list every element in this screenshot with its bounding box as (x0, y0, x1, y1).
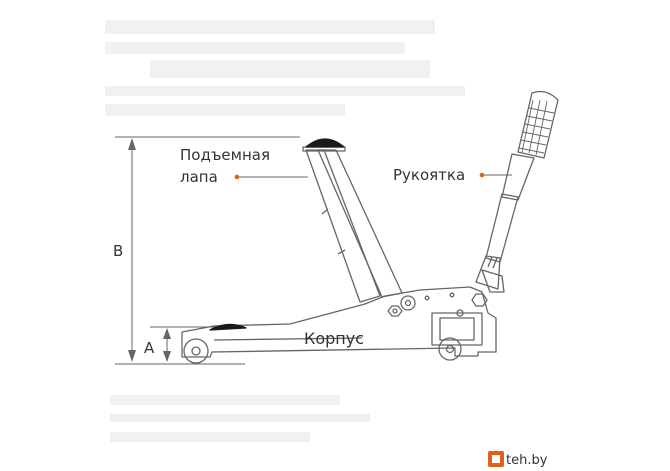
body-label: Корпус (304, 329, 364, 348)
dimension-a-label: A (144, 339, 155, 357)
rear-wheel (438, 337, 462, 361)
rivet-1 (424, 295, 430, 301)
arm-brace-b (337, 249, 346, 255)
front-wheel (183, 338, 209, 364)
dimension-lines (115, 136, 300, 365)
handle-upper-tube (501, 153, 535, 201)
saddle-pad (305, 138, 345, 148)
caster-bolt (456, 309, 464, 317)
watermark-badge: teh.by (459, 447, 670, 471)
front-pad (209, 323, 247, 331)
leader-lines (234, 172, 512, 180)
arm-brace-a (321, 208, 329, 215)
lift-arm-label-line2: лапа (180, 168, 218, 186)
grip-hatching (518, 99, 555, 156)
a-arrow-bottom (163, 351, 171, 362)
rivet-2 (449, 292, 455, 298)
chassis-inner-line (213, 337, 363, 341)
hex-nut (387, 305, 403, 317)
lift-arm-rear (317, 149, 403, 298)
lift-arm-label-line1: Подъемная (180, 146, 270, 164)
handle-grip (517, 90, 559, 159)
caster-bracket (431, 312, 483, 346)
b-arrow-bottom (128, 350, 136, 362)
handle-leader-dot (479, 172, 485, 178)
caster-bracket-inner (439, 317, 475, 341)
handle-lower-tube (485, 193, 519, 263)
handle-pivot-nut (471, 293, 488, 307)
pivot-bolt (400, 295, 416, 311)
handle-socket (475, 255, 501, 290)
dimension-b-label: B (113, 242, 123, 260)
pivot-bolt-center (404, 299, 412, 307)
socket-line-2 (492, 257, 498, 269)
socket-line-1 (487, 256, 493, 268)
handle-socket-plate (481, 269, 505, 293)
lift-arm-leader-dot (234, 174, 240, 180)
jack-body (181, 90, 559, 364)
chassis (181, 286, 497, 358)
a-arrow-top (163, 328, 171, 339)
rear-wheel-hub (445, 344, 455, 354)
background-pattern (105, 20, 465, 442)
handle-label: Рукоятка (393, 166, 465, 184)
hex-nut-center (392, 308, 398, 314)
watermark-site: teh.by (506, 453, 548, 468)
front-wheel-hub (191, 346, 201, 356)
b-arrow-top (128, 138, 136, 150)
